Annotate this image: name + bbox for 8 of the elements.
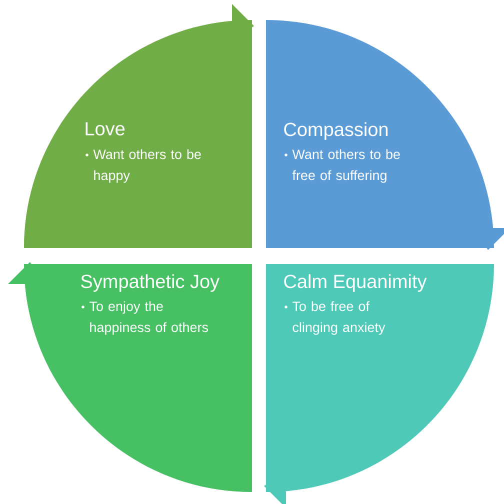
heading: Love xyxy=(86,122,125,136)
heading: Calm Equanimity xyxy=(284,274,427,292)
heading: Compassion xyxy=(284,122,388,140)
bullet-text: Want others to be happy xyxy=(86,149,201,183)
bullet-text: Want others to be free of suffering xyxy=(284,149,400,183)
bullet-text: To be free of clinging anxiety xyxy=(284,301,386,335)
heading: Sympathetic Joy xyxy=(81,274,220,292)
bullet-text: To enjoy the happiness of others xyxy=(82,301,208,335)
